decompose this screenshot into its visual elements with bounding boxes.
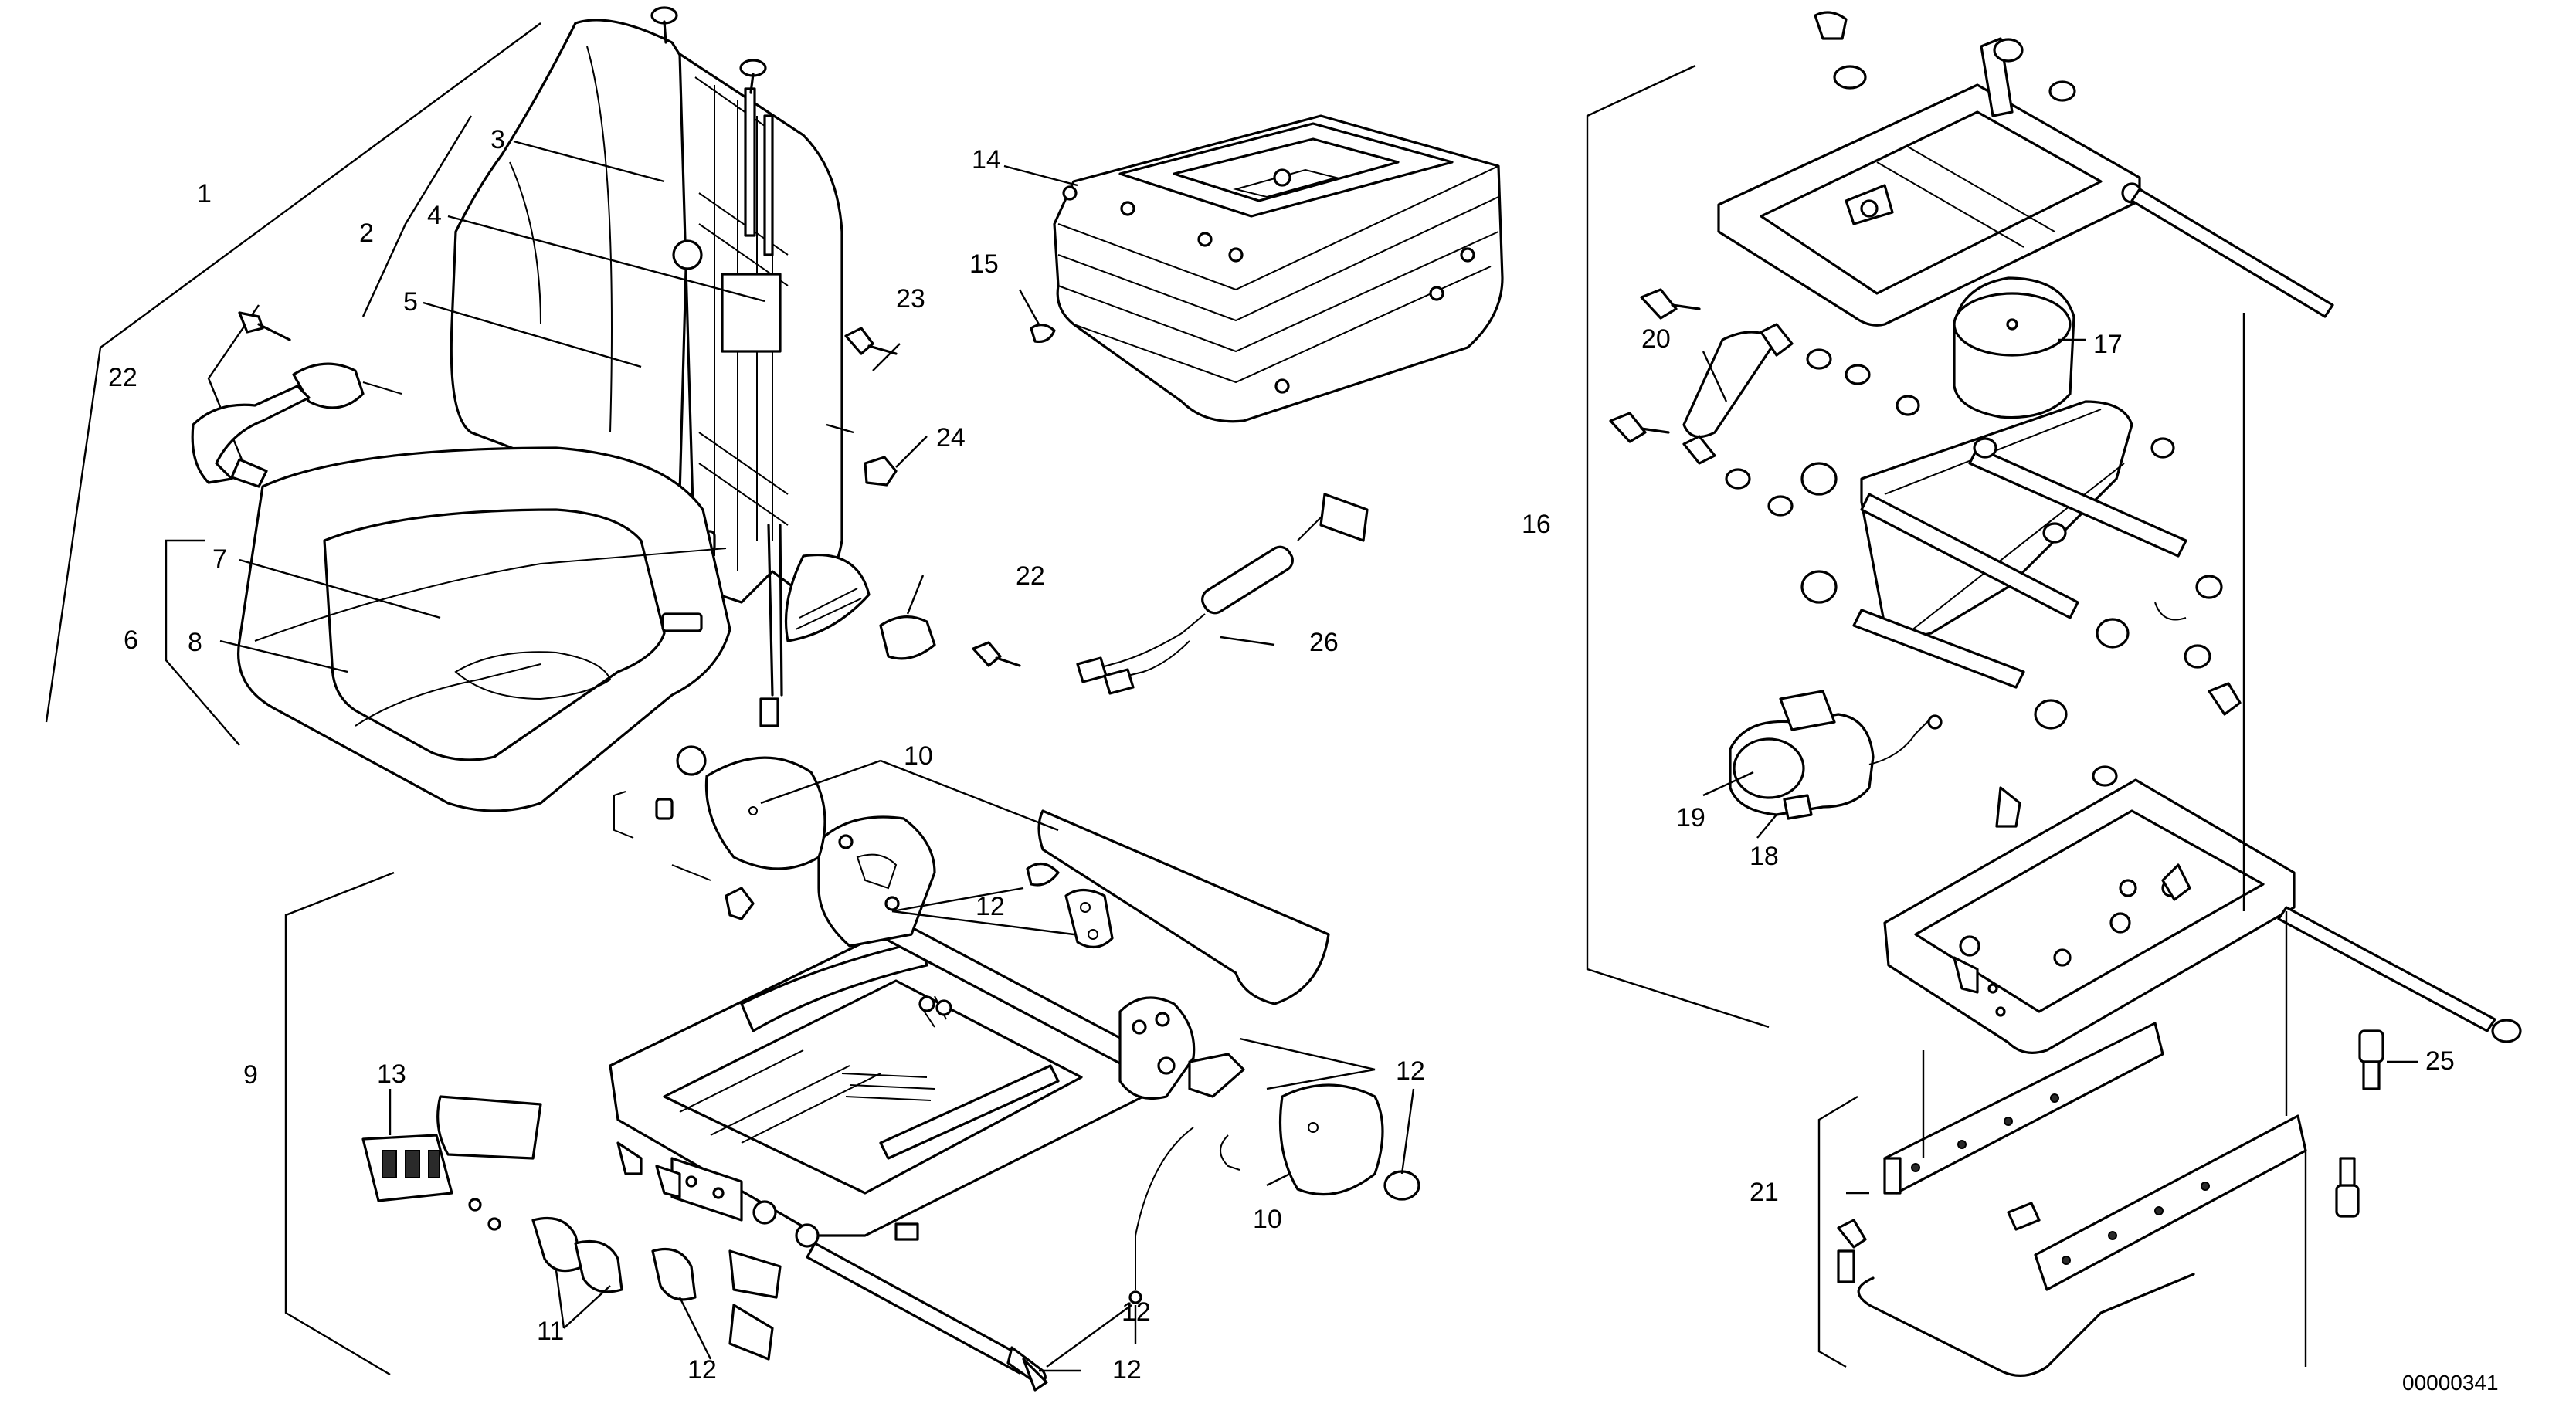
- callout-17: 17: [2093, 330, 2123, 359]
- callout-26: 26: [1309, 628, 1339, 657]
- hinge-cover-upper: [704, 756, 826, 870]
- bracket-clip: [728, 1249, 782, 1299]
- callout-24: 24: [936, 423, 966, 453]
- bolt-25-top: [2358, 1029, 2384, 1063]
- hinge-cover-lower: [1278, 1083, 1384, 1196]
- cap-3: [651, 1247, 697, 1301]
- callout-9: 9: [243, 1060, 258, 1090]
- callout-12-e: 12: [1112, 1355, 1142, 1385]
- suspension-group: [1586, 11, 2522, 1054]
- slide-rail: [740, 941, 928, 1032]
- side-plate-right: [1118, 996, 1196, 1100]
- callout-20: 20: [1641, 324, 1671, 354]
- lumbar-panel: [721, 273, 782, 353]
- callout-labels: 1 2 3 4 5 6 7 8 9 10 10 11 12 12 12 12 1…: [108, 125, 2455, 1385]
- callout-3: 3: [490, 125, 505, 154]
- connector-plug: [1319, 493, 1369, 542]
- suspension-shaft-lower: [2277, 906, 2496, 1032]
- side-plate-left: [817, 815, 936, 948]
- slide-rails-group: [1817, 313, 2384, 1378]
- bolt-23: [844, 327, 874, 355]
- callout-16: 16: [1522, 510, 1551, 539]
- callout-14: 14: [972, 145, 1001, 175]
- callout-12-a: 12: [976, 892, 1005, 921]
- shock-absorber: [1682, 331, 1778, 439]
- callout-12-c: 12: [687, 1355, 717, 1385]
- callout-10-upper: 10: [904, 741, 933, 771]
- callout-4: 4: [427, 201, 442, 230]
- callout-7: 7: [212, 544, 227, 574]
- callout-2: 2: [359, 219, 374, 248]
- callout-23: 23: [896, 284, 925, 314]
- backrest: [450, 19, 693, 502]
- recliner-hinge-sector: [784, 554, 871, 642]
- control-cover: [436, 1095, 542, 1160]
- callout-22-buckle: 22: [1016, 561, 1045, 591]
- slide-release-bar: [1857, 1273, 2195, 1378]
- seatbelt-strap: [191, 385, 311, 484]
- callout-12-b: 12: [1396, 1056, 1425, 1086]
- callout-21: 21: [1750, 1178, 1779, 1207]
- callout-18: 18: [1750, 842, 1779, 871]
- cap-2: [574, 1239, 623, 1293]
- suspension-shaft-upper: [2130, 188, 2334, 318]
- release-lever: [1037, 809, 1330, 1005]
- adjustment-knob: [672, 239, 703, 270]
- bushing: [759, 697, 779, 727]
- rail-right: [2034, 1114, 2307, 1291]
- callout-10-lower: 10: [1253, 1205, 1282, 1234]
- bolt-top: [1814, 11, 1848, 40]
- callout-5: 5: [403, 287, 418, 317]
- screw-15: [1030, 324, 1056, 344]
- harness-sleeve: [1201, 545, 1294, 615]
- seat-assembly-group: [45, 6, 871, 812]
- wiring-harness: [1076, 493, 1369, 695]
- bellows-boot: [1053, 114, 1504, 423]
- callout-22-belt: 22: [108, 363, 137, 392]
- callout-6: 6: [124, 626, 138, 655]
- callout-11: 11: [537, 1317, 564, 1346]
- callout-13: 13: [377, 1059, 406, 1089]
- seatbelt-retractor: [292, 362, 365, 409]
- callout-12-d: 12: [1122, 1297, 1151, 1327]
- callout-1: 1: [197, 179, 212, 209]
- callout-19: 19: [1676, 803, 1705, 832]
- bellows-group: [1030, 114, 1504, 423]
- callout-leaders: [219, 140, 2418, 1372]
- callout-25: 25: [2425, 1046, 2455, 1076]
- seatbelt-buckle: [879, 615, 936, 660]
- seatbelt-fasteners: [191, 304, 1021, 667]
- callout-8: 8: [188, 628, 202, 657]
- figure-reference-number: 00000341: [2402, 1371, 2499, 1395]
- callout-15: 15: [969, 249, 999, 279]
- adjustment-rod: [806, 1242, 1029, 1375]
- nut-24: [864, 456, 898, 487]
- base-frame-group: [284, 745, 1420, 1392]
